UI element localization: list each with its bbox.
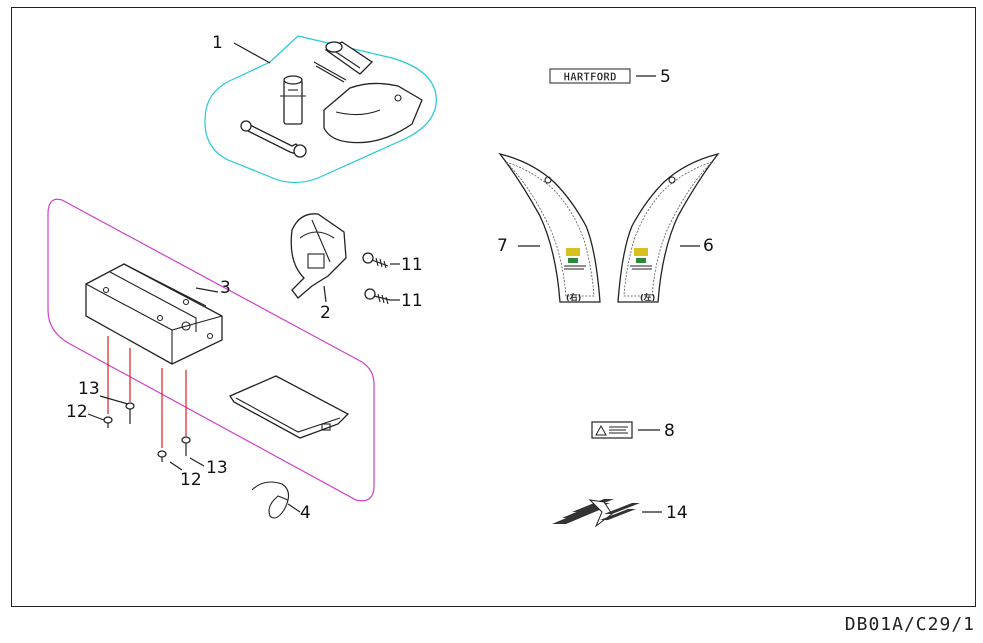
bracket-group-outline [47,198,375,502]
decal-left-logo-yellow [634,248,648,256]
decal-left-logo-green [636,258,646,263]
hartford-emblem: HARTFORD [564,71,617,84]
callout-4: 4 [300,503,311,523]
side-decal-left [617,152,720,303]
screw-13-left [125,402,135,424]
callout-13-left: 13 [78,379,100,399]
side-decal-right [498,152,601,303]
callout-1: 1 [212,33,223,53]
callout-3: 3 [220,278,231,298]
callout-13-right: 13 [206,458,228,478]
stripe-logo-decal [552,499,640,528]
screw-12-right [157,450,167,462]
decal-right-logo-green [568,258,578,263]
hartford-emblem-frame [549,68,631,84]
screw-13-right [181,436,191,456]
decal-right-label: (右) [566,292,581,302]
tie-strap [251,481,290,519]
callout-8: 8 [664,421,675,441]
callout-12-right: 12 [180,470,202,490]
tray-box [85,263,223,365]
callout-6: 6 [703,236,714,256]
warning-label [591,421,633,439]
callout-11-upper: 11 [401,255,423,275]
tool-bag [323,82,423,144]
screw-11-upper [362,252,389,269]
callout-7: 7 [497,236,508,256]
screwdriver-handle [324,41,374,75]
callout-12-left: 12 [66,402,88,422]
callout-2: 2 [320,303,331,323]
drawing-code: DB01A/C29/1 [844,614,975,635]
screw-11-lower [364,288,391,305]
toolkit-group-outline [204,35,437,184]
callout-5: 5 [660,67,671,87]
decal-right-logo-yellow [566,248,580,256]
tray-plate [229,375,350,439]
callout-11-lower: 11 [401,291,423,311]
screw-12-left [103,416,113,428]
tube-wrench [280,75,306,125]
spanner-wrench [240,120,307,158]
callout-14: 14 [666,503,688,523]
mounting-bracket [290,213,347,299]
screwdriver-bit [313,61,347,81]
drawing-frame [11,7,976,607]
decal-left-label: (左) [640,292,655,302]
